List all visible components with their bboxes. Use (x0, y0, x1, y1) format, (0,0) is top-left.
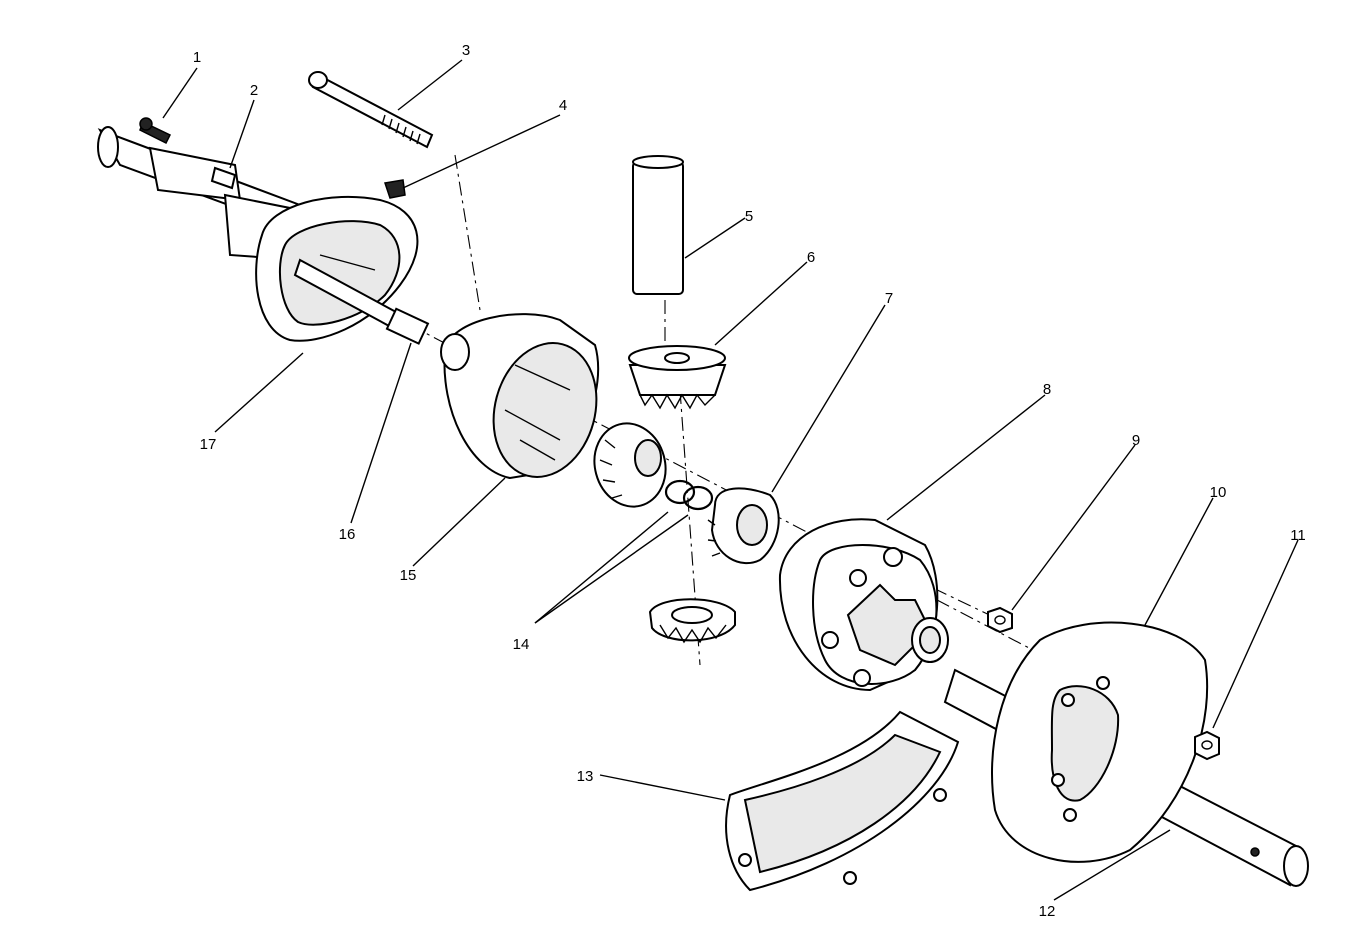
brake-shoe (725, 710, 960, 892)
brake-disc (991, 621, 1209, 863)
differential-case-right (778, 518, 949, 692)
callout-3: 3 (462, 42, 470, 59)
snap-rings (664, 479, 714, 511)
nut-9 (987, 606, 1013, 634)
callout-7: 7 (885, 290, 893, 307)
callout-2: 2 (250, 82, 258, 99)
differential-case-left (440, 313, 599, 480)
cross-pin (632, 155, 684, 295)
spider-gear-left (593, 422, 667, 508)
spider-gear (707, 487, 780, 565)
callout-16: 16 (339, 526, 356, 543)
callout-5: 5 (745, 208, 753, 225)
callout-10: 10 (1210, 484, 1227, 501)
nut-11 (1194, 730, 1220, 761)
callout-12: 12 (1039, 903, 1056, 920)
callout-17: 17 (200, 436, 217, 453)
callout-labels: 1 2 3 4 5 6 7 8 9 10 11 12 13 14 15 16 1… (193, 42, 1306, 920)
callout-13: 13 (577, 768, 594, 785)
leader-lines (162, 59, 1299, 901)
callout-15: 15 (400, 567, 417, 584)
clip (210, 166, 237, 190)
callout-1: 1 (193, 49, 201, 66)
screw (139, 117, 172, 145)
key (384, 179, 406, 199)
bevel-gear-lower (648, 598, 736, 644)
axle-housing-left (97, 126, 430, 345)
callout-14: 14 (513, 636, 530, 653)
callout-9: 9 (1132, 432, 1140, 449)
callout-4: 4 (559, 97, 567, 114)
long-bolt (308, 71, 434, 149)
callout-11: 11 (1290, 527, 1306, 544)
bevel-gear-upper (628, 345, 727, 410)
callout-8: 8 (1043, 381, 1051, 398)
callout-6: 6 (807, 249, 815, 266)
